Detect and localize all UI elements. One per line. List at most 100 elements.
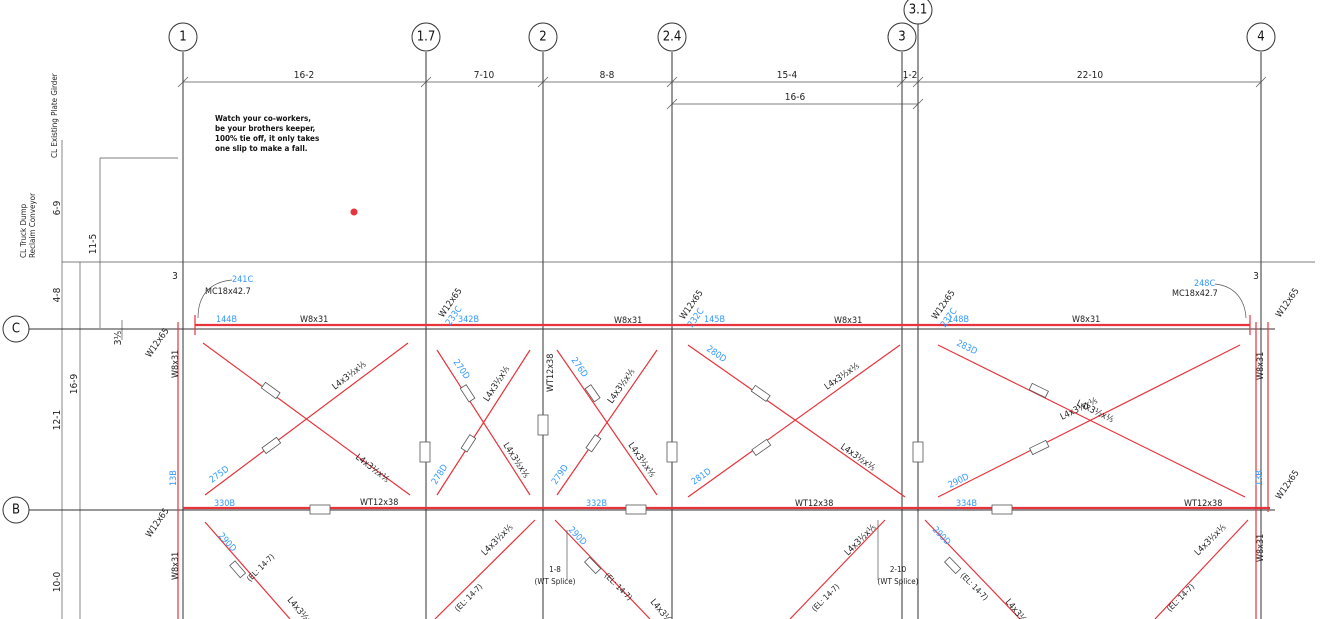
mark-275d: 275D	[208, 465, 231, 486]
dim-16-9: 16-9	[69, 374, 80, 395]
xbrace-bay-1	[202, 342, 411, 496]
mark-13b-right: 13B	[1255, 470, 1265, 486]
mark-281d: 281D	[690, 467, 714, 488]
col-tag-1: W12x65	[144, 327, 171, 360]
mark-276d: 276D	[569, 356, 590, 380]
svg-text:3: 3	[898, 30, 905, 45]
label-plate-girder: CL Existing Plate Girder	[50, 73, 59, 158]
mark-290d: 290D	[947, 472, 971, 490]
dim-small-left: 3⅕	[113, 331, 124, 346]
vertical-grid-lines	[182, 24, 1262, 619]
red-columns	[177, 322, 1269, 619]
label-w8x31-vert-left: W8x31	[171, 350, 181, 378]
row-bubble-B[interactable]: B	[2, 496, 30, 524]
label-w8x31-2: W8x31	[614, 316, 642, 326]
svg-text:C: C	[12, 322, 20, 337]
mark-13b-left: 13B	[169, 470, 179, 486]
dim-4-8: 4-8	[52, 287, 63, 302]
label-l4x3-k: L4x3½x⅕	[480, 523, 516, 559]
label-truck-dump: CL Truck Dump	[19, 203, 28, 258]
left-reference: 4-8 12-1 10-0 11-5 16-9 6-9 3⅕ CL Existi…	[19, 73, 1315, 619]
label-l4x3-b: L4x3½x⅕	[353, 452, 391, 485]
column-bubble-3.1[interactable]: 3.1	[903, 0, 933, 25]
leader-241c	[197, 279, 233, 319]
elevation-labels: (EL: 14-7) (EL: 14-7) (EL: 14-7) (EL: 14…	[245, 552, 1196, 613]
label-w8x31-vert-right-low: W8x31	[1256, 534, 1266, 562]
mark-lower-1: 290D	[216, 531, 238, 554]
svg-text:one slip to make a fall.: one slip to make a fall.	[215, 144, 308, 153]
mark-lower-2: 290D	[566, 525, 588, 548]
col-tag-4: W12x65	[1274, 287, 1301, 320]
label-l4x3-h: L4x3½x⅕	[838, 442, 877, 473]
xbrace-bay-5	[937, 344, 1246, 498]
label-w8x31-vert-left-low: W8x31	[171, 552, 181, 580]
label-l4x3-f: L4x3½x⅕	[626, 441, 657, 480]
beam-row-C	[194, 315, 1251, 335]
label-wt12x38-2: WT12x38	[795, 499, 833, 509]
row-bubble-C[interactable]: C	[2, 315, 30, 343]
svg-text:B: B	[12, 503, 20, 518]
col-tag-1-low: W12x65	[144, 507, 171, 540]
mark-332b: 332B	[586, 499, 607, 509]
xbrace-bay-3	[537, 349, 678, 496]
level-mark-right: 3	[1253, 271, 1259, 282]
label-l4x3-a: L4x3½x⅕	[331, 360, 369, 393]
mark-248c: 248C	[1194, 279, 1215, 289]
dim-11-5: 11-5	[88, 234, 99, 254]
dim-8-8: 8-8	[600, 70, 615, 81]
column-bubble-4[interactable]: 4	[1246, 22, 1276, 52]
mark-148b: 148B	[948, 315, 969, 325]
col-tag-4-low: W12x65	[1274, 469, 1301, 502]
mark-145b: 145B	[704, 315, 725, 325]
svg-text:be your brothers keeper,: be your brothers keeper,	[215, 124, 315, 133]
column-bubble-1[interactable]: 1	[168, 22, 198, 52]
mark-144b: 144B	[216, 315, 237, 325]
svg-text:(WT Splice): (WT Splice)	[535, 577, 576, 586]
svg-text:4: 4	[1257, 30, 1264, 45]
dim-12-1: 12-1	[52, 410, 63, 430]
svg-text:3.1: 3.1	[909, 3, 928, 18]
leader-248c	[1214, 283, 1247, 319]
label-l4x3-m: L4x3½x⅕	[1193, 523, 1229, 559]
mark-334b: 334B	[956, 499, 977, 509]
mark-279d: 279D	[550, 463, 571, 487]
svg-text:2-10: 2-10	[890, 565, 907, 574]
dim-10-0: 10-0	[52, 572, 63, 593]
label-reclaim-conveyor: Reclaim Conveyor	[28, 193, 37, 258]
dim-16-6: 16-6	[785, 92, 806, 103]
mark-280d: 280D	[704, 344, 728, 365]
top-dimension-string: 16-2 7-10 8-8 15-4 1-2 22-10 16-6	[177, 70, 1267, 110]
label-l4x3-d: L4x3½x⅕	[500, 441, 530, 480]
svg-text:(EL: 14-7): (EL: 14-7)	[810, 582, 841, 613]
column-bubble-2.4[interactable]: 2.4	[657, 22, 687, 52]
level-mark-left: 3	[172, 271, 178, 282]
dim-6-9: 6-9	[52, 200, 63, 215]
svg-text:1-8: 1-8	[549, 565, 561, 574]
svg-text:(EL: 14-7): (EL: 14-7)	[453, 582, 484, 613]
svg-text:Watch your co-workers,: Watch your co-workers,	[215, 114, 311, 123]
label-mc18-left: MC18x42.7	[205, 287, 251, 297]
dim-1-2: 1-2	[903, 70, 918, 81]
svg-text:100% tie off, it only takes: 100% tie off, it only takes	[215, 134, 319, 143]
label-l4x3-o: L4x3½x⅕	[648, 598, 682, 619]
dim-16-2: 16-2	[294, 70, 314, 81]
svg-text:1.7: 1.7	[417, 30, 436, 45]
dim-7-10: 7-10	[474, 70, 495, 81]
column-bubble-1.7[interactable]: 1.7	[411, 22, 441, 52]
xbrace-bay-4	[687, 344, 924, 498]
svg-text:2.4: 2.4	[663, 30, 682, 45]
label-w8x31-3: W8x31	[834, 316, 862, 326]
dim-15-4: 15-4	[777, 70, 798, 81]
mark-278d: 278D	[430, 463, 450, 487]
svg-text:(EL: 14-7): (EL: 14-7)	[603, 571, 634, 602]
lower-braces	[204, 504, 1249, 619]
column-bubble-2[interactable]: 2	[528, 22, 558, 52]
safety-note: Watch your co-workers, be your brothers …	[215, 114, 319, 153]
mark-330b: 330B	[214, 499, 235, 509]
column-bubble-3[interactable]: 3	[887, 22, 917, 52]
member-labels: W8x31 W8x31 W8x31 W8x31 WT12x38 WT12x38 …	[144, 287, 1301, 619]
splice-left: 1-8 (WT Splice)	[535, 512, 576, 586]
label-wt12x38-vert: WT12x38	[546, 354, 556, 392]
svg-text:(WT Splice): (WT Splice)	[878, 577, 919, 586]
